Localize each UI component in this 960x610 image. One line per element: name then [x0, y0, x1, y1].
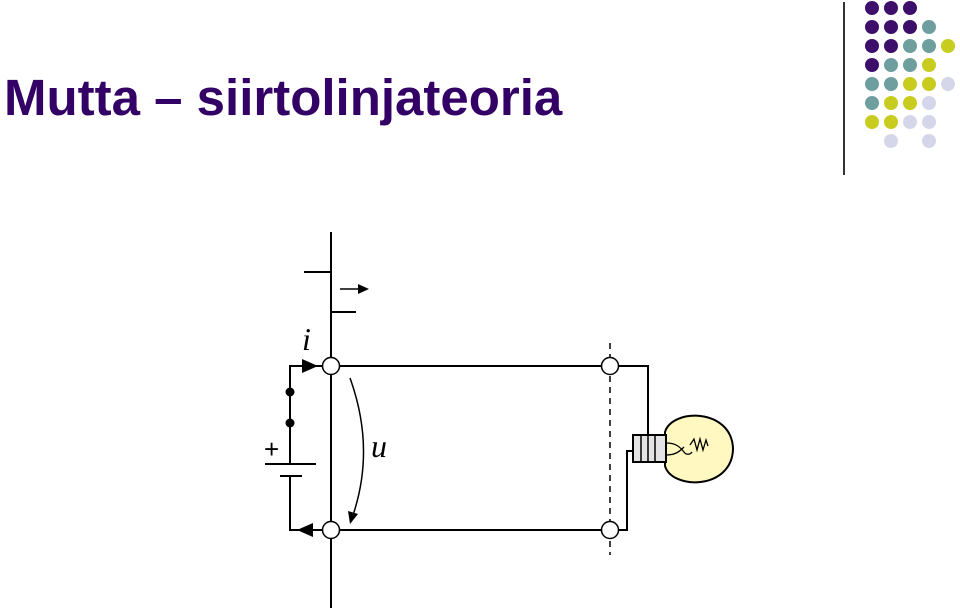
propagation-arrow-head	[358, 284, 369, 294]
decorative-dot	[884, 96, 898, 110]
decorative-dot	[941, 77, 955, 91]
decorative-dot	[884, 39, 898, 53]
decorative-dot	[903, 77, 917, 91]
decorative-dot	[922, 96, 936, 110]
output-terminal-top	[600, 356, 620, 376]
slide-title: Mutta – siirtolinjateoria	[4, 69, 563, 126]
light-bulb-icon	[632, 414, 735, 484]
decorative-dot	[884, 58, 898, 72]
decorative-dot	[941, 39, 955, 53]
switch-node-top	[285, 387, 295, 397]
output-terminal-bottom	[600, 520, 620, 540]
decorative-dot	[865, 77, 879, 91]
decorative-dot	[903, 39, 917, 53]
decorative-dot	[884, 1, 898, 15]
decorative-dot-grid	[865, 1, 955, 148]
input-terminal-bottom	[321, 520, 341, 540]
step-pulse-symbol	[304, 271, 356, 313]
decorative-dot	[922, 58, 936, 72]
decorative-dot	[884, 115, 898, 129]
decorative-dot	[865, 96, 879, 110]
decorative-dot	[922, 115, 936, 129]
voltage-arrow-head	[348, 511, 358, 524]
decorative-dot	[903, 96, 917, 110]
current-arrow-top	[302, 359, 318, 373]
load-wire-top	[619, 365, 649, 438]
decorative-dot	[884, 77, 898, 91]
source-wire-bottom	[289, 476, 322, 531]
decorative-dot	[865, 39, 879, 53]
voltage-arc	[349, 377, 365, 519]
decorative-dot	[865, 20, 879, 34]
decorative-vertical-line	[843, 2, 845, 175]
load-wire-bottom	[619, 450, 632, 531]
decorative-dot	[884, 20, 898, 34]
decorative-dot	[922, 77, 936, 91]
decorative-dot	[903, 115, 917, 129]
decorative-dot	[865, 115, 879, 129]
decorative-dot	[884, 134, 898, 148]
decorative-dot	[922, 20, 936, 34]
decorative-dot	[903, 1, 917, 15]
decorative-dot	[865, 58, 879, 72]
input-terminal-top	[321, 356, 341, 376]
decorative-dot	[922, 134, 936, 148]
current-label: i	[302, 321, 311, 357]
decorative-dot	[903, 20, 917, 34]
voltage-label: u	[371, 428, 387, 464]
current-arrow-bottom	[297, 523, 313, 537]
decorative-dot	[903, 58, 917, 72]
battery-plus-sign: +	[264, 434, 279, 464]
decorative-dot	[922, 39, 936, 53]
decorative-dot	[865, 1, 879, 15]
